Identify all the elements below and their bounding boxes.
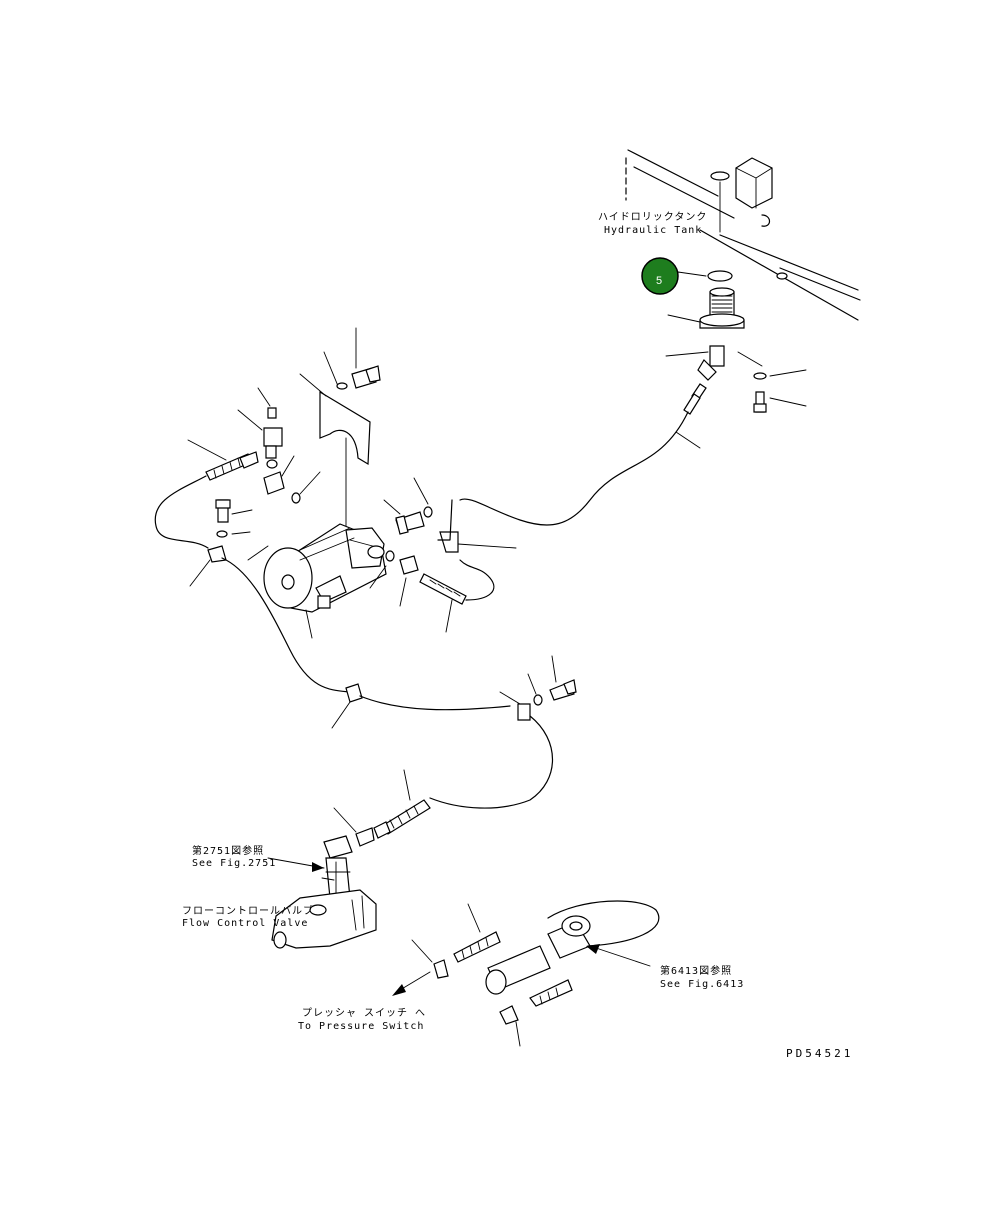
small-fittings (237, 387, 321, 504)
fig6413-label-en: See Fig.6413 (660, 979, 744, 990)
hydraulic-pump (247, 523, 387, 639)
pressure-switch-arrow (392, 971, 431, 996)
pressure-switch-label-en: To Pressure Switch (298, 1021, 424, 1032)
elbow-fitting (665, 345, 725, 381)
hose-upper (459, 383, 707, 526)
pressure-switch-label-jp: プレッシャ スイッチ へ (302, 1007, 426, 1019)
flow-control-label-jp: フローコントロールバルブ (182, 904, 314, 917)
hose-lower (331, 655, 577, 809)
bolt-top (323, 327, 381, 390)
bracket-plate (299, 373, 371, 531)
fig6413-label-jp: 第6413図参照 (660, 964, 732, 977)
lower-right-assembly (411, 900, 660, 1047)
hydraulic-tank-label-en: Hydraulic Tank (604, 225, 702, 236)
flow-control-label-en: Flow Control Valve (182, 918, 308, 929)
hose-left (154, 439, 351, 693)
connector-hose (333, 769, 431, 847)
callout-circle[interactable] (641, 257, 679, 295)
o-ring (707, 270, 733, 282)
flow-control-valve (267, 835, 377, 949)
drawing-code: PD54521 (786, 1047, 853, 1060)
hydraulic-tank (625, 149, 861, 321)
callout-number: 5 (656, 275, 662, 287)
pump-outlet-fittings (369, 477, 517, 633)
callout-leader (677, 271, 707, 277)
fig2751-label-jp: 第2751図参照 (192, 844, 264, 857)
hydraulic-tank-label-jp: ハイドロリックタンク (598, 211, 707, 223)
fig2751-label-en: See Fig.2751 (192, 858, 276, 869)
bolt-washer-right (737, 351, 807, 413)
callout-5[interactable]: 5 (641, 257, 679, 295)
strainer (667, 287, 745, 329)
